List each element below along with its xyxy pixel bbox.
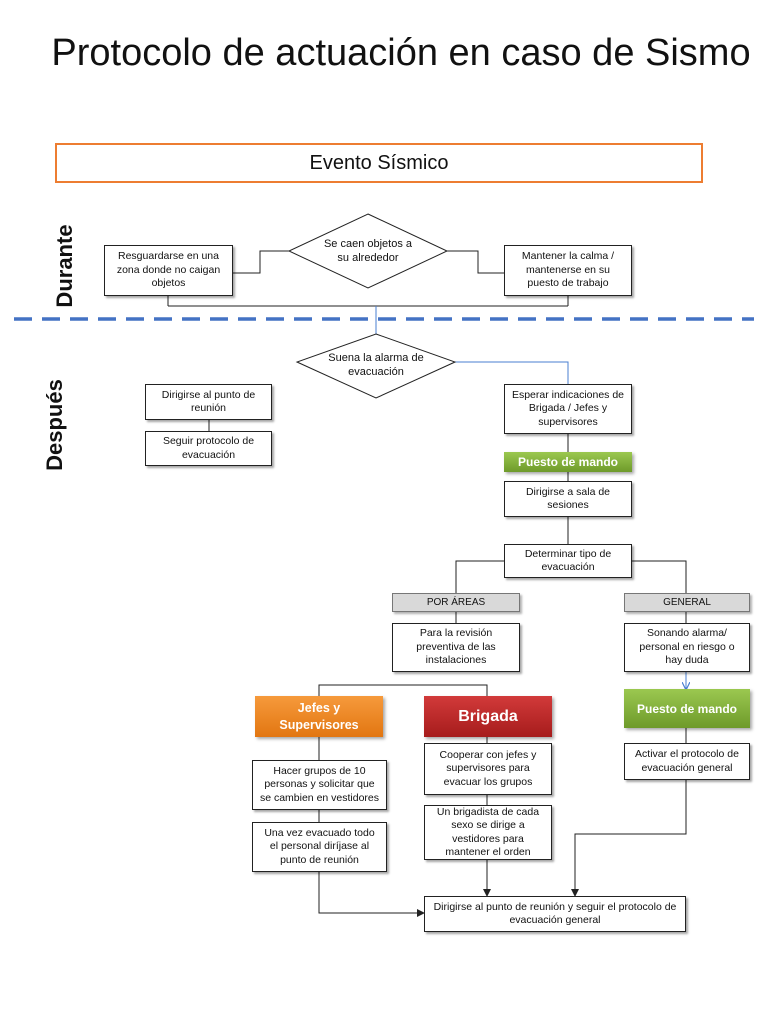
box-final-meeting-point: Dirigirse al punto de reunión y seguir e… bbox=[424, 896, 686, 932]
page-title: Protocolo de actuación en caso de Sismo bbox=[51, 32, 751, 74]
supervisors-badge: Jefes y Supervisores bbox=[255, 696, 383, 737]
box-go-meeting-point: Dirigirse al punto de reunión bbox=[145, 384, 272, 420]
option-general: GENERAL bbox=[624, 593, 750, 612]
phase-label-after: Después bbox=[42, 379, 67, 471]
command-post-badge: Puesto de mando bbox=[504, 452, 632, 472]
box-stay-calm: Mantener la calma / mantenerse en su pue… bbox=[504, 245, 632, 296]
box-make-groups: Hacer grupos de 10 personas y solicitar … bbox=[252, 760, 387, 810]
decision-diamond-alarm bbox=[295, 333, 457, 399]
event-header: Evento Sísmico bbox=[55, 143, 703, 183]
option-by-areas: POR ÁREAS bbox=[392, 593, 520, 612]
box-take-shelter: Resguardarse en una zona donde no caigan… bbox=[104, 245, 233, 296]
box-cooperate-supervisors: Cooperar con jefes y supervisores para e… bbox=[424, 743, 552, 795]
decision-diamond-objects bbox=[287, 213, 449, 289]
brigade-badge: Brigada bbox=[424, 696, 552, 737]
phase-label-during: Durante bbox=[52, 224, 77, 308]
decision-label-objects: Se caen objetos a su alrededor bbox=[323, 238, 413, 264]
box-preventive-review: Para la revisión preventiva de las insta… bbox=[392, 623, 520, 672]
decision-label-alarm: Suena la alarma de evacuación bbox=[328, 352, 424, 378]
box-activate-general-protocol: Activar el protocolo de evacuación gener… bbox=[624, 743, 750, 780]
event-label: Evento Sísmico bbox=[309, 151, 449, 174]
box-alarm-risk: Sonando alarma/ personal en riesgo o hay… bbox=[624, 623, 750, 672]
command-post-badge-general: Puesto de mando bbox=[624, 689, 750, 728]
box-follow-protocol: Seguir protocolo de evacuación bbox=[145, 431, 272, 466]
box-wait-instructions: Esperar indicaciones de Brigada / Jefes … bbox=[504, 384, 632, 434]
box-go-meeting-room: Dirigirse a sala de sesiones bbox=[504, 481, 632, 517]
box-brigadist-dressing-rooms: Un brigadista de cada sexo se dirige a v… bbox=[424, 805, 552, 860]
box-once-evacuated: Una vez evacuado todo el personal diríja… bbox=[252, 822, 387, 872]
box-determine-evacuation: Determinar tipo de evacuación bbox=[504, 544, 632, 578]
